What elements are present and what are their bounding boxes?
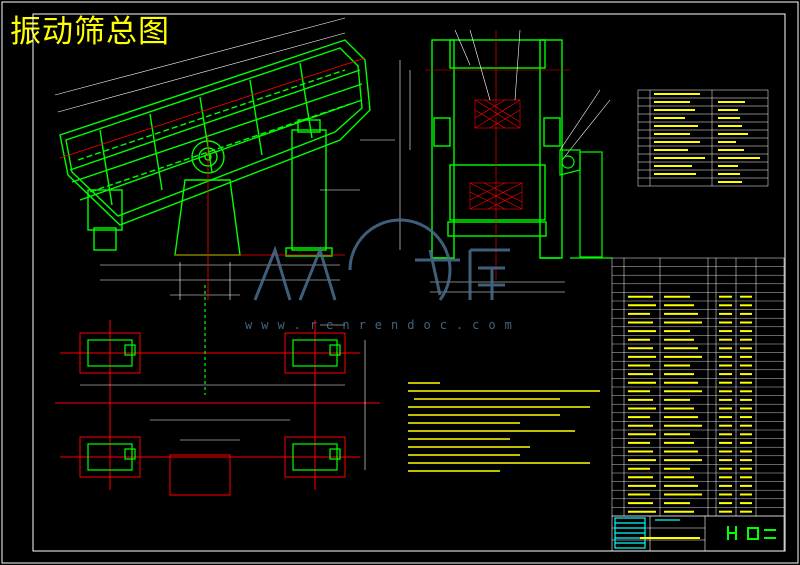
- end-view-mesh: [425, 30, 570, 280]
- bom-fill: [628, 295, 752, 513]
- plan-view-dims: [80, 324, 366, 470]
- drawing-title: 振动筛总图: [10, 14, 170, 50]
- plan-view: [55, 320, 380, 496]
- side-view: [59, 39, 371, 257]
- end-view-dims: [430, 29, 611, 293]
- motor-detail: [559, 149, 612, 259]
- tech-params-table: [637, 89, 769, 187]
- plan-view-green: [87, 285, 341, 471]
- inner-border: [32, 13, 786, 552]
- title-block-logo: [727, 526, 776, 540]
- bom-rows: [612, 266, 784, 508]
- tech-notes: [408, 382, 600, 472]
- title-block-marks: [614, 517, 680, 549]
- title-block: [611, 515, 785, 552]
- tech-params-fill: [654, 93, 760, 183]
- end-view: [431, 39, 563, 259]
- side-view-dims: [54, 17, 411, 300]
- watermark-text: www.renrendoc.com: [245, 318, 521, 332]
- watermark-logo: [253, 218, 510, 301]
